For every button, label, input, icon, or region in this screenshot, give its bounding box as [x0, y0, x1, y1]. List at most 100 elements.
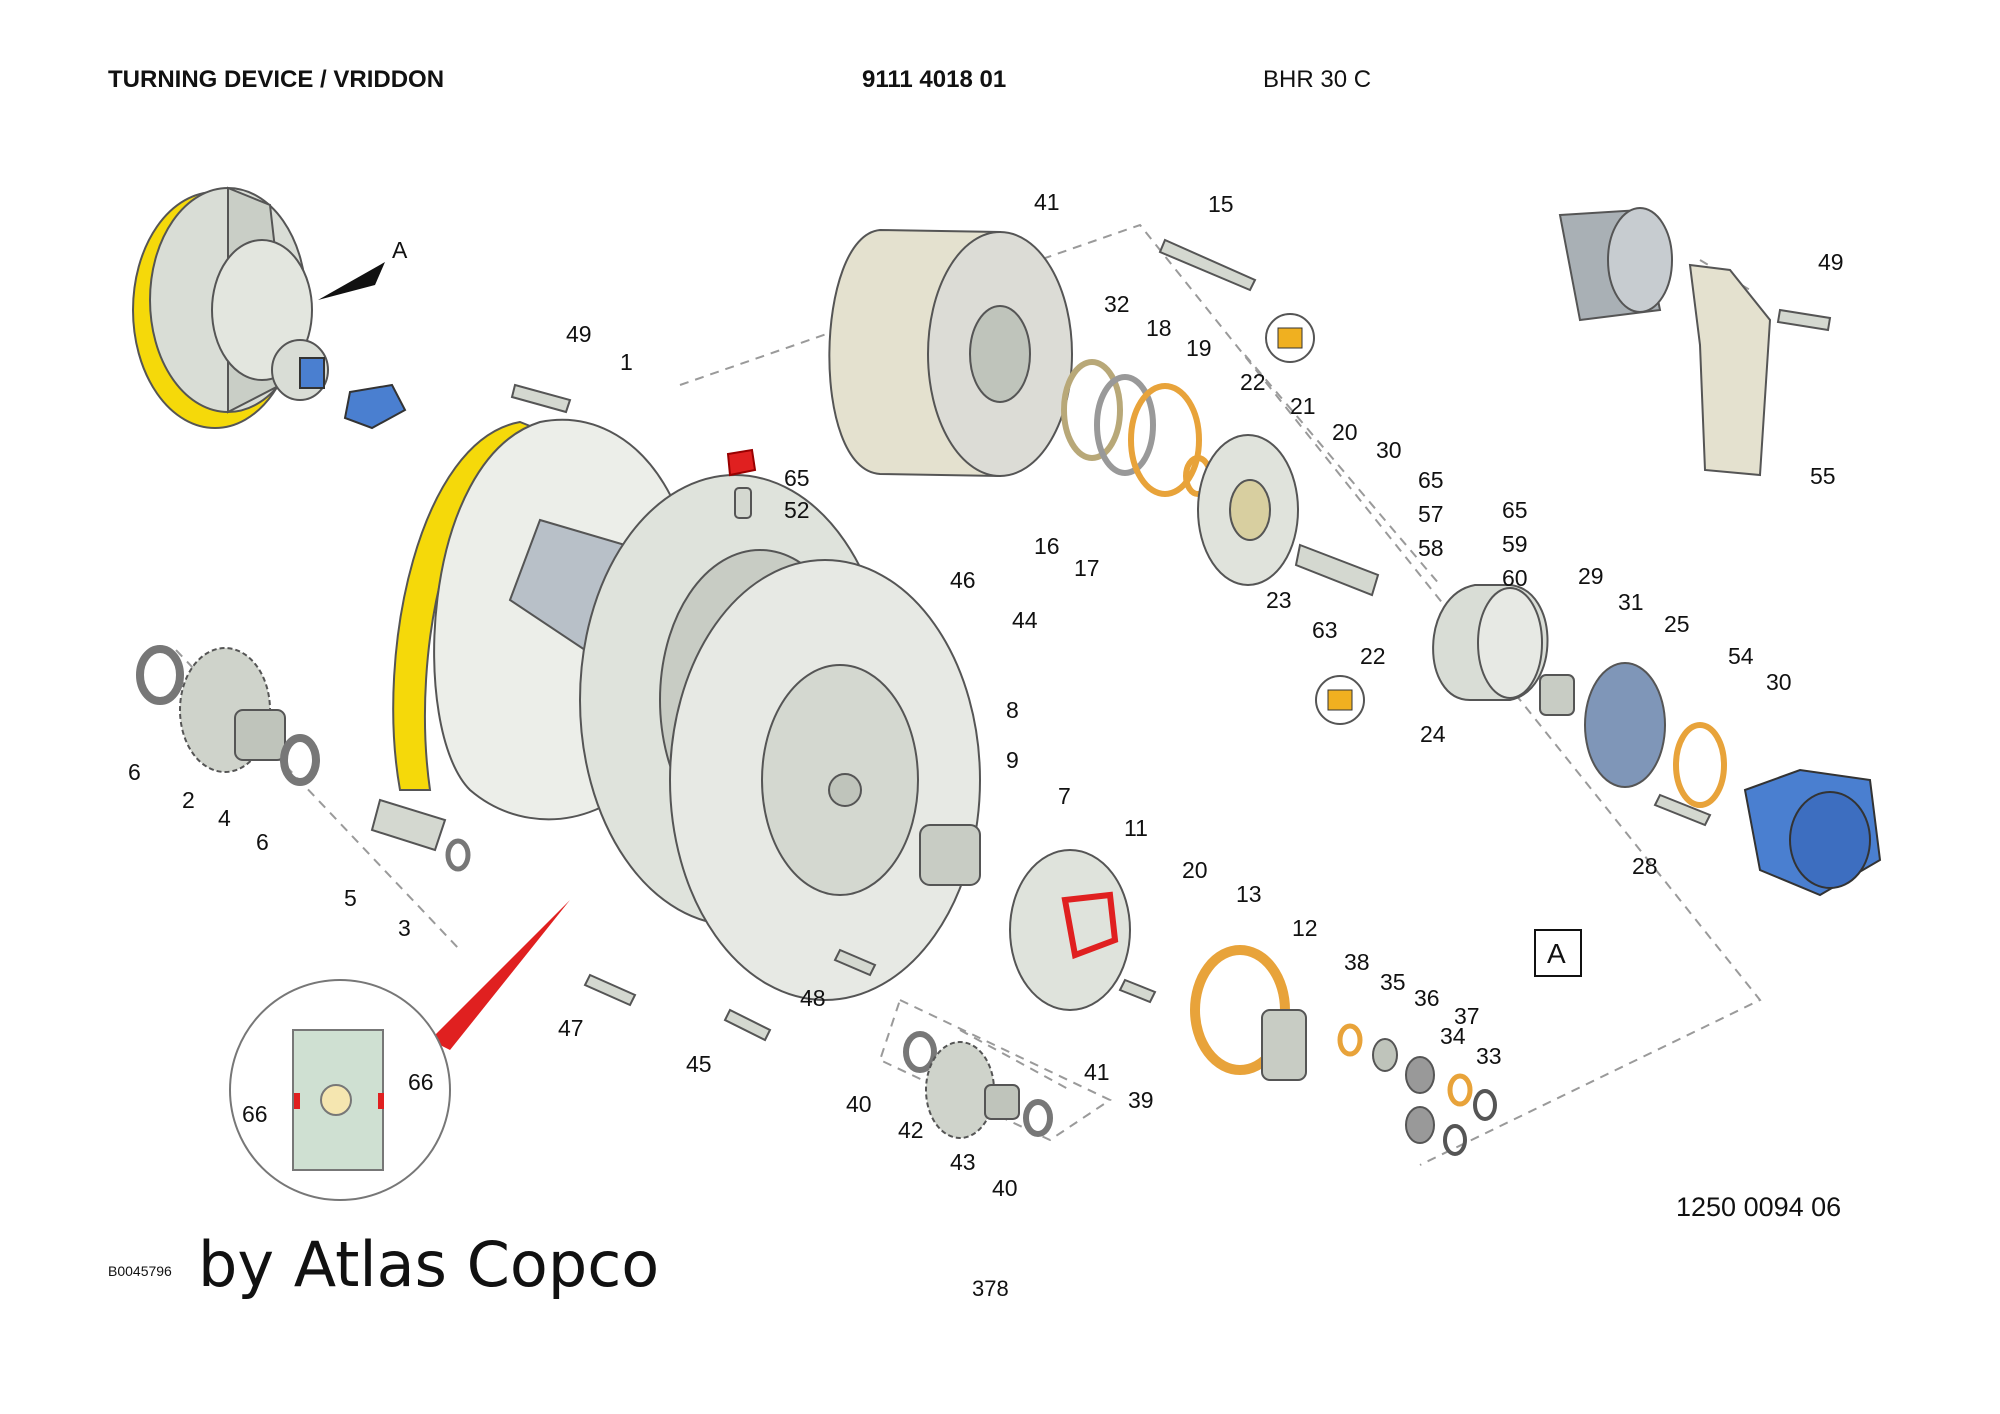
- callout-40b: 40: [992, 1175, 1018, 1201]
- callout-38: 38: [1344, 949, 1370, 975]
- callout-47: 47: [558, 1015, 584, 1041]
- bearing-flange: [1197, 434, 1299, 586]
- gear-set-lower: [903, 1031, 1053, 1139]
- callout-9: 9: [1006, 747, 1019, 773]
- callout-45: 45: [686, 1051, 712, 1077]
- detail-box-label: A: [1547, 938, 1566, 969]
- callout-36: 36: [1414, 985, 1440, 1011]
- image-code: B0045796: [108, 1263, 172, 1279]
- outer-casing: [828, 228, 1073, 478]
- callout-32: 32: [1104, 291, 1130, 317]
- callout-31: 31: [1618, 589, 1644, 615]
- callout-21: 21: [1290, 393, 1316, 419]
- callout-2: 2: [182, 787, 195, 813]
- detail-box-a: [1534, 929, 1582, 977]
- callout-16: 16: [1034, 533, 1060, 559]
- callout-48: 48: [800, 985, 826, 1011]
- callout-7: 7: [1058, 783, 1071, 809]
- callout-40a: 40: [846, 1091, 872, 1117]
- document-title: TURNING DEVICE / VRIDDON: [108, 66, 445, 93]
- seal-ring-set: [1061, 359, 1213, 497]
- callout-11: 11: [1124, 815, 1148, 841]
- callout-33: 33: [1476, 1043, 1502, 1069]
- callout-28: 28: [1632, 853, 1658, 879]
- brand-caption: by Atlas Copco: [198, 1228, 660, 1301]
- callout-65b: 65: [1418, 467, 1444, 493]
- callout-24: 24: [1420, 721, 1446, 747]
- gear-housing: [669, 559, 981, 1001]
- hydraulic-motor: [1743, 768, 1882, 897]
- callout-49b: 49: [1818, 249, 1844, 275]
- adapter-plate: [1584, 662, 1666, 788]
- callout-15: 15: [1208, 191, 1234, 217]
- callout-29: 29: [1578, 563, 1604, 589]
- callout-35: 35: [1380, 969, 1406, 995]
- view-marker-a: A: [392, 237, 408, 263]
- input-shaft: [1261, 1009, 1307, 1081]
- callout-54: 54: [1728, 643, 1754, 669]
- detail-inset: [229, 900, 570, 1201]
- callout-17: 17: [1074, 555, 1100, 581]
- assembled-turning-device-overview: [132, 186, 407, 430]
- callout-6b: 6: [256, 829, 269, 855]
- callout-63: 63: [1312, 617, 1338, 643]
- drive-pinion: [1539, 674, 1575, 716]
- callout-20a: 20: [1332, 419, 1358, 445]
- callout-13: 13: [1236, 881, 1262, 907]
- callout-66b: 66: [408, 1069, 434, 1095]
- callout-57: 57: [1418, 501, 1444, 527]
- callout-18: 18: [1146, 315, 1172, 341]
- drive-shaft: [1294, 543, 1380, 597]
- callout-3: 3: [398, 915, 411, 941]
- callout-12: 12: [1292, 915, 1318, 941]
- callout-58: 58: [1418, 535, 1444, 561]
- callout-66a: 66: [242, 1101, 268, 1127]
- callout-41a: 41: [1034, 189, 1060, 215]
- callout-numbers: 1 2 3 4 5 6 6 7 8 9 11 12 13 15 16 17 18…: [128, 189, 1844, 1201]
- callout-49a: 49: [566, 321, 592, 347]
- callout-1: 1: [620, 349, 633, 375]
- callout-30a: 30: [1376, 437, 1402, 463]
- bolt-set: [510, 238, 1832, 1042]
- motor-bracket-assembly: [1558, 207, 1772, 477]
- part-number: 9111 4018 01: [862, 66, 1007, 93]
- gear-set-left: [136, 645, 320, 786]
- coupling-housing: [1432, 584, 1549, 701]
- callout-25: 25: [1664, 611, 1690, 637]
- planet-carrier: [919, 824, 1131, 1011]
- red-circlip: [726, 448, 757, 477]
- retaining-washer: [445, 838, 471, 872]
- callout-65a: 65: [784, 465, 810, 491]
- callout-44: 44: [1012, 607, 1038, 633]
- callout-59: 59: [1502, 531, 1528, 557]
- page-number: 378: [972, 1276, 1009, 1301]
- planet-pin: [370, 798, 447, 852]
- callout-42: 42: [898, 1117, 924, 1143]
- o-ring-54: [1673, 722, 1727, 808]
- callout-4: 4: [218, 805, 231, 831]
- callout-19: 19: [1186, 335, 1212, 361]
- callout-22a: 22: [1240, 369, 1266, 395]
- callout-46: 46: [950, 567, 976, 593]
- plug-screw: [734, 487, 752, 519]
- callout-34: 34: [1440, 1023, 1466, 1049]
- callout-5: 5: [344, 885, 357, 911]
- callout-52: 52: [784, 497, 810, 523]
- callout-65c: 65: [1502, 497, 1528, 523]
- rotation-hint-icon-2: [1315, 675, 1365, 725]
- callout-23: 23: [1266, 587, 1292, 613]
- bearing-stack: [1337, 1023, 1497, 1156]
- callout-41b: 41: [1084, 1059, 1110, 1085]
- callout-60: 60: [1502, 565, 1528, 591]
- rotation-hint-icon: [1265, 313, 1315, 363]
- callout-43: 43: [950, 1149, 976, 1175]
- callout-39: 39: [1128, 1087, 1154, 1113]
- callout-6a: 6: [128, 759, 141, 785]
- callout-20b: 20: [1182, 857, 1208, 883]
- callout-55: 55: [1810, 463, 1836, 489]
- callout-8: 8: [1006, 697, 1019, 723]
- callout-30b: 30: [1766, 669, 1792, 695]
- callout-22b: 22: [1360, 643, 1386, 669]
- model-label: BHR 30 C: [1263, 66, 1372, 93]
